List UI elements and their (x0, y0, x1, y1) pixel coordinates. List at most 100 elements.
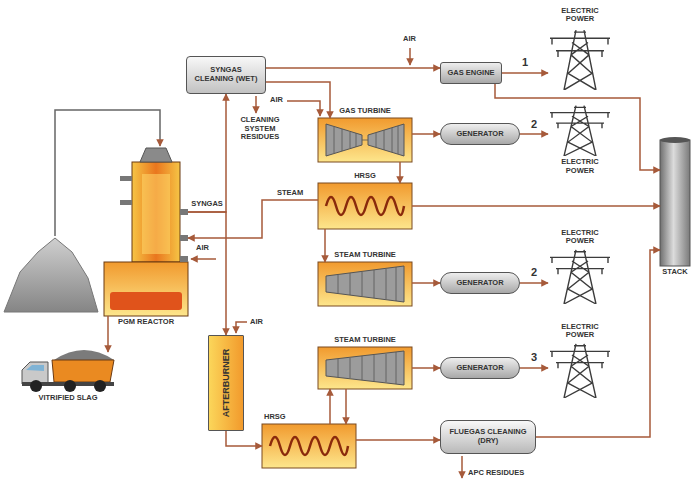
power-pylon: ELECTRIC POWER (548, 248, 612, 304)
hrsg-unit: HRSG (318, 183, 412, 229)
turbine-blades (334, 126, 398, 154)
flow-connector (520, 133, 548, 135)
residue-label: CLEANING SYSTEM RESIDUES (236, 116, 284, 142)
power-pylon: ELECTRIC POWER (548, 104, 612, 156)
dump-body (52, 360, 114, 382)
waste-pile (4, 238, 98, 312)
node-label: STEAM TURBINE (334, 251, 396, 260)
turbine-blades (338, 267, 396, 301)
turbine-rotor (326, 351, 404, 385)
pylon-figure (550, 30, 610, 90)
flow-connector (356, 439, 440, 441)
flow-connector (324, 229, 326, 262)
callout-number: 2 (530, 118, 538, 130)
truck-window (26, 365, 44, 371)
flow-connector (412, 133, 440, 135)
nozzle (180, 256, 188, 262)
node-label: GENERATOR (456, 364, 503, 373)
node-label: AFTERBURNER (221, 349, 231, 418)
nozzle (180, 209, 188, 215)
flow-connector (266, 82, 330, 118)
plasma-torch (120, 176, 132, 181)
stack-chimney: STACK (660, 140, 690, 266)
flow-connector (399, 162, 401, 183)
generator-box: GENERATOR (440, 123, 520, 145)
air-arrow (287, 101, 320, 116)
flow-connector (412, 205, 660, 207)
node-label: HRSG (354, 172, 376, 181)
node-label: VITRIFIED SLAG (38, 394, 97, 403)
flow-connector (412, 367, 440, 369)
turbine-housing (318, 118, 412, 162)
pylon-figure (550, 250, 610, 304)
truck-wheel (30, 380, 42, 392)
reactor-column (132, 162, 180, 262)
generator-box: GENERATOR (440, 272, 520, 294)
hrsg-coil (270, 437, 348, 455)
afterburner-box: AFTERBURNER (208, 335, 244, 431)
air-label: AIR (403, 35, 416, 44)
truck-wheel (94, 380, 106, 392)
turbine-housing (318, 347, 412, 389)
residue-label: APC RESIDUES (468, 469, 524, 478)
node-label: STEAM TURBINE (334, 336, 396, 345)
reactor-hearth (104, 262, 188, 316)
callout-number: 2 (530, 266, 538, 278)
truck-wheel (64, 380, 76, 392)
flow-connector (536, 250, 660, 437)
node-label: ELECTRIC POWER (555, 229, 605, 246)
node-label: STACK (662, 268, 687, 277)
air-label: AIR (270, 96, 283, 105)
node-label: SYNGAS CLEANING (WET) (191, 66, 261, 83)
plasma-reactor: PGM REACTOR (104, 148, 188, 316)
power-pylon: ELECTRIC POWER (548, 342, 612, 398)
hrsg-housing (262, 424, 356, 468)
flow-connector (188, 200, 318, 238)
hrsg-unit: HRSG (262, 424, 356, 468)
residue-arrow (461, 456, 463, 478)
reactor-cap (140, 148, 172, 162)
callout-number: 1 (521, 56, 529, 68)
flow-connector (412, 282, 440, 284)
node-label: GENERATOR (456, 130, 503, 139)
node-label: GAS ENGINE (447, 69, 494, 78)
air-arrow (191, 258, 216, 260)
slag-truck: VITRIFIED SLAG (22, 352, 114, 392)
steam-turbine: STEAM TURBINE (318, 262, 412, 306)
engine-box: GAS ENGINE (440, 62, 502, 84)
flow-connector (188, 94, 226, 212)
node-label: ELECTRIC POWER (555, 158, 605, 175)
reactor-glow (142, 174, 170, 254)
pylon-figure (550, 106, 610, 156)
power-pylon: ELECTRIC POWER (548, 26, 612, 92)
callout-number: 3 (530, 351, 538, 363)
plasma-torch (120, 200, 132, 205)
compressor (326, 124, 362, 156)
node-label: GAS TURBINE (339, 107, 391, 116)
node-label: ELECTRIC POWER (555, 7, 605, 24)
molten-bath (110, 292, 182, 310)
flow-label: STEAM (276, 189, 304, 197)
turbine-rotor (368, 124, 404, 156)
node-label: ELECTRIC POWER (555, 323, 605, 340)
node-label: GENERATOR (456, 279, 503, 288)
turbine-housing (318, 262, 412, 306)
flow-label: SYNGAS (190, 200, 224, 208)
pylon-figure (550, 344, 610, 398)
generator-box: GENERATOR (440, 357, 520, 379)
nozzle (180, 235, 188, 241)
air-label: AIR (250, 318, 263, 327)
node-label: FLUEGAS CLEANING (DRY) (445, 428, 531, 445)
stack-body (660, 140, 690, 266)
fluegas-cleaning-box: FLUEGAS CLEANING (DRY) (440, 420, 536, 454)
flow-connector (345, 389, 347, 424)
flow-connector (502, 72, 548, 74)
hrsg-housing (318, 183, 412, 229)
flow-connector (520, 282, 548, 284)
flow-connector (188, 212, 226, 335)
node-label: PGM REACTOR (118, 318, 174, 327)
slag-heap (54, 350, 114, 360)
air-arrow (236, 322, 247, 333)
